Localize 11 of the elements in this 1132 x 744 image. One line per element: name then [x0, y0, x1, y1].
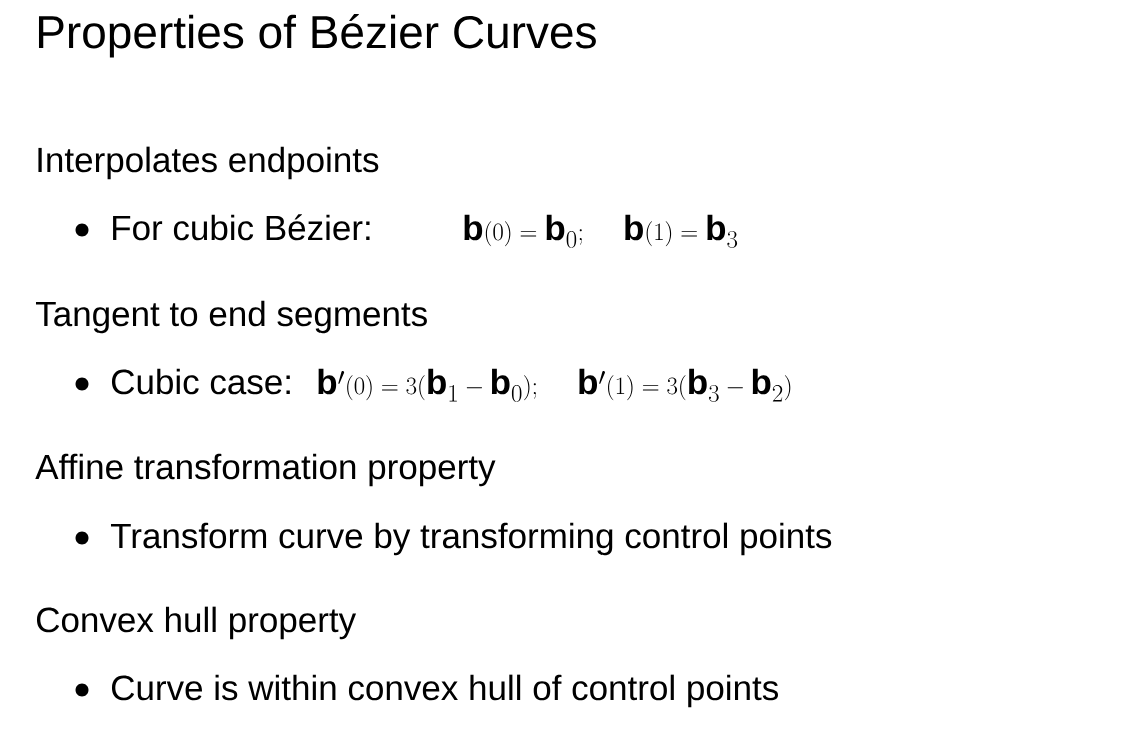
bullet-text: Curve is within convex hull of control points: [111, 674, 778, 708]
section-heading: Tangent to end segments: [36, 300, 427, 334]
section-heading: Interpolates endpoints: [38, 146, 379, 180]
bullet-text: Cubic case:: [111, 368, 290, 395]
bullet-text: Transform curve by transforming control points: [111, 522, 832, 556]
section-heading: Affine transformation property: [35, 453, 496, 487]
formula: $\mathbf{b}'(0) = 3(\mathbf{b}_1 - \mathbf{b}_0);\quad \mathbf{b}'(1) = 3(\mathbf{b}_3 - \mathbf{b}_2)$: [318, 368, 791, 402]
slide-title: Properties of Bézier Curves: [39, 14, 596, 58]
bullet-text: For cubic Bézier:: [113, 214, 370, 241]
formula: $\mathbf{b}(0) = \mathbf{b}_0;\quad \mathbf{b}(1) = \mathbf{b}_3$: [464, 214, 738, 248]
section-heading: Convex hull property: [36, 606, 357, 640]
